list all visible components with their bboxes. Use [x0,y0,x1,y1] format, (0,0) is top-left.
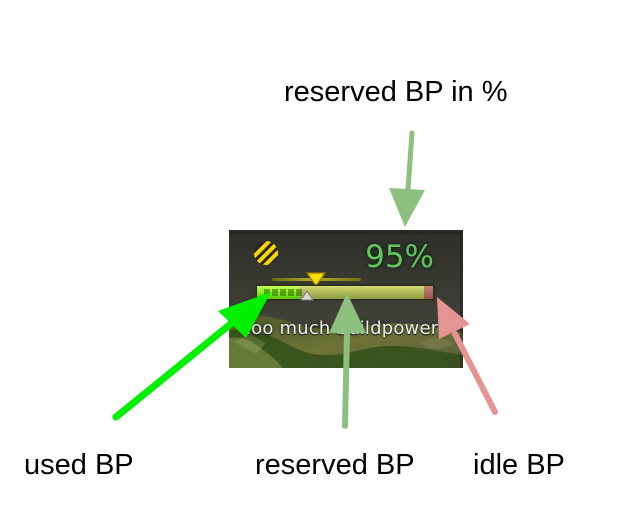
reserved-percent-arrow [389,130,425,227]
idle-bp-label: idle BP [473,449,565,481]
used-bp-fill [257,286,302,299]
idle-bp-fill [424,286,433,299]
badge-stripe-3 [254,245,278,265]
badge-stripe-1 [254,241,276,265]
reserved-percent-arrow-shaft [404,130,415,206]
buildpower-bar [256,285,434,300]
used-bp-pattern [264,289,302,296]
terrain-shadow [229,329,463,368]
arrow-down-icon [389,188,425,227]
reserved-percent-value: 95% [365,239,434,275]
reserved-pointer-shape [306,272,326,288]
status-text: Too much buildpower [243,318,439,339]
top-edge-shade [229,230,463,234]
buildpower-widget: 95% Too much buildpower [229,230,463,368]
terrain-highlight [229,337,283,368]
reserved-bp-percent-label: reserved BP in % [284,76,508,108]
reserved-pointer-icon [306,272,326,288]
terrain-spot-2 [420,338,454,350]
used-pointer-shape [300,290,314,301]
used-bp-arrow-shaft [112,314,242,421]
reserved-bp-label: reserved BP [255,449,415,481]
used-pointer-icon [300,290,314,301]
right-edge-shade [460,230,463,368]
used-bp-label: used BP [24,449,134,481]
striped-circle-icon [254,241,278,265]
terrain-spot-1 [234,334,266,354]
